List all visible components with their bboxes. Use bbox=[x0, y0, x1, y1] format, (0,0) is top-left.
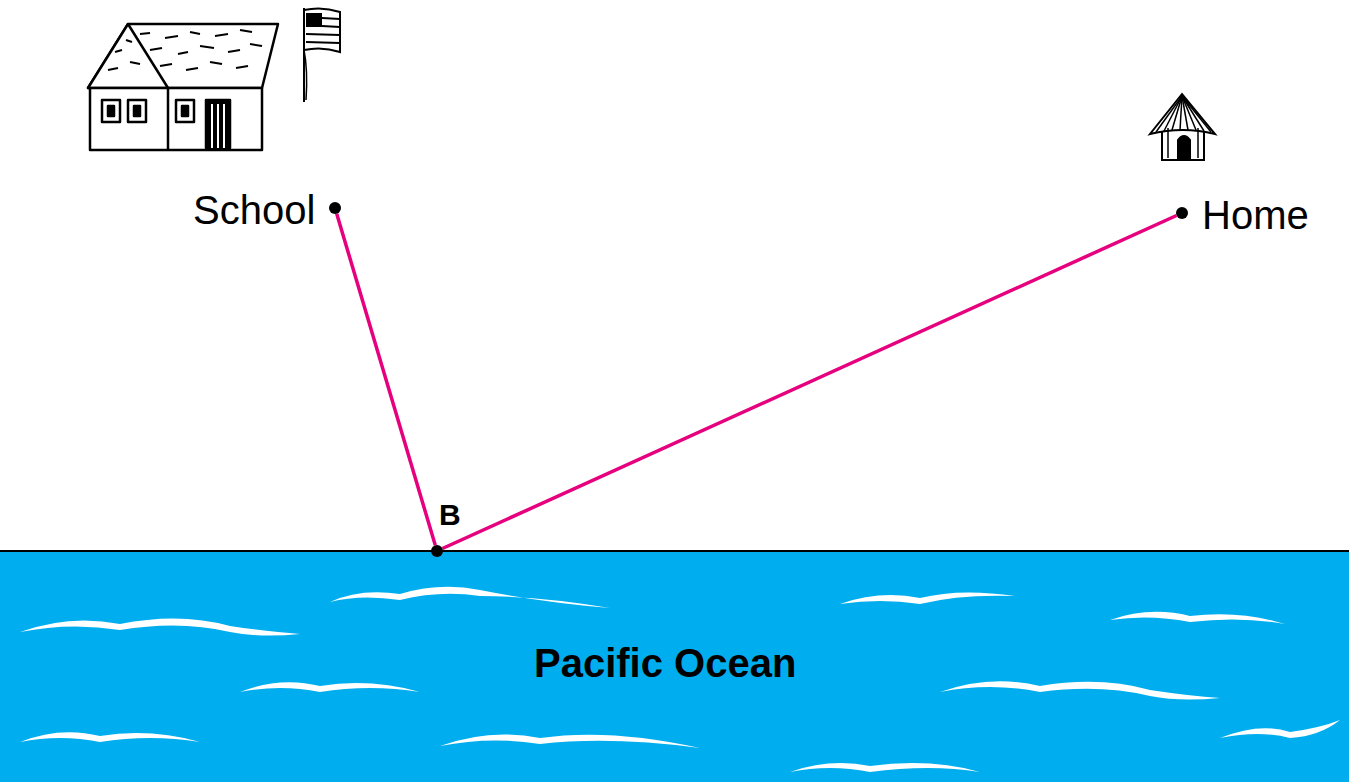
school-building bbox=[88, 24, 278, 150]
place-label: Home bbox=[1202, 193, 1309, 237]
hut bbox=[1150, 94, 1215, 160]
school-point: School bbox=[329, 202, 341, 214]
b-point: B bbox=[431, 545, 443, 557]
roof-texture bbox=[108, 30, 262, 70]
ocean-label: Pacific Ocean bbox=[534, 641, 796, 685]
point-letter: B bbox=[439, 498, 461, 531]
path-line bbox=[337, 214, 436, 545]
path-segment bbox=[337, 214, 436, 545]
flag bbox=[304, 8, 340, 102]
path-line bbox=[442, 215, 1176, 548]
home-point: Home bbox=[1176, 207, 1188, 219]
path-segment bbox=[442, 215, 1176, 548]
ocean-band: Pacific Ocean bbox=[0, 550, 1349, 782]
place-label: School bbox=[193, 188, 315, 232]
